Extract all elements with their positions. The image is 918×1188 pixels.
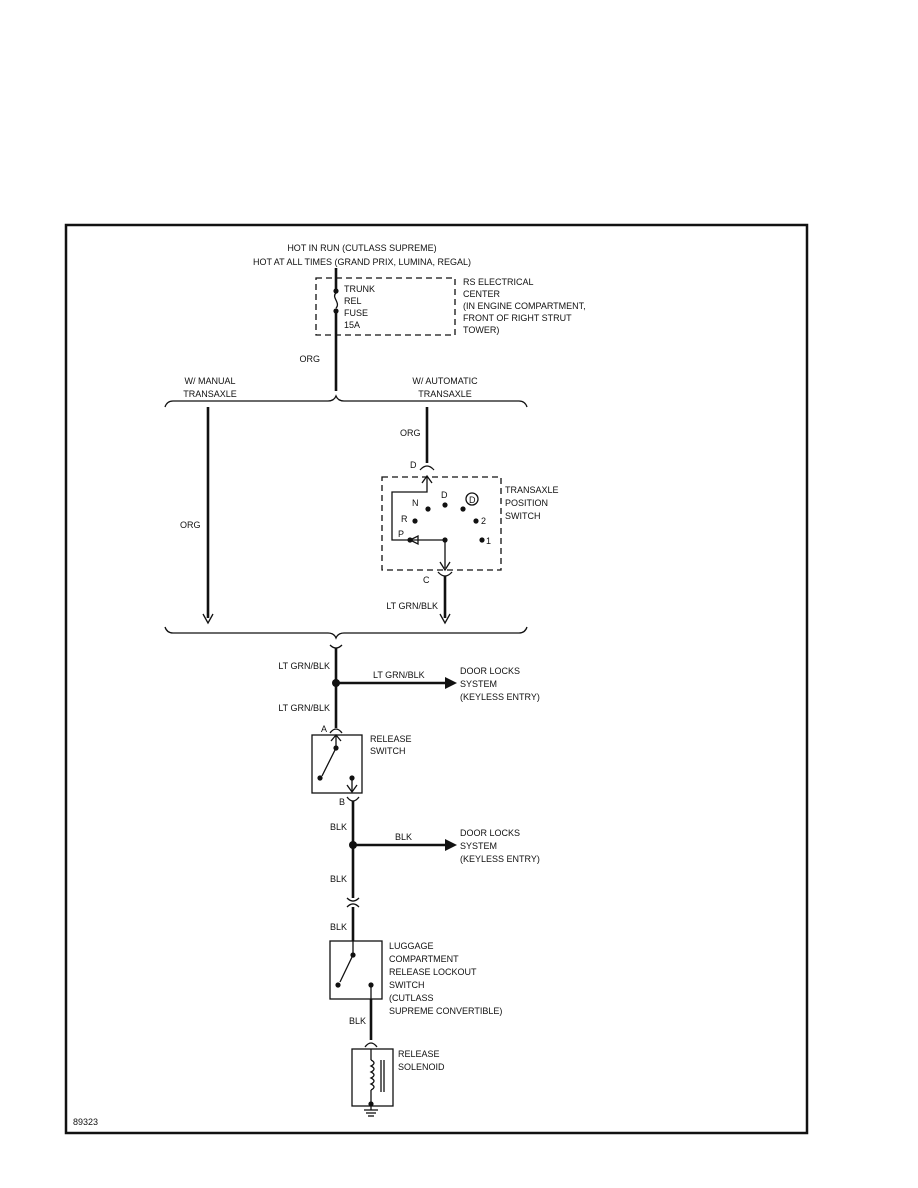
center-label-2: CENTER <box>463 289 501 299</box>
ltgrn-tps-arrow <box>439 613 451 625</box>
connector-c-label: C <box>423 575 430 585</box>
connector-upper-ltgrn <box>329 644 343 649</box>
lockout-switch-box <box>329 940 383 1000</box>
door-locks-1-line1: DOOR LOCKS <box>460 666 520 676</box>
release-switch-box <box>311 734 363 794</box>
wire-label-blk-upper: BLK <box>330 822 347 832</box>
org-manual-arrow <box>202 613 214 625</box>
fuse-label-2: REL <box>344 296 362 306</box>
connector-solenoid <box>364 1042 378 1048</box>
wire-label-blk-branch: BLK <box>395 832 412 842</box>
solenoid-coil-icon <box>368 1049 385 1107</box>
fuse-label-4: 15A <box>344 320 360 330</box>
connector-d-label: D <box>410 460 417 470</box>
door-locks-2-line1: DOOR LOCKS <box>460 828 520 838</box>
lockout-label-1: LUGGAGE <box>389 941 434 951</box>
wire-label-ltgrn-tps: LT GRN/BLK <box>386 601 438 611</box>
tps-label-1: TRANSAXLE <box>505 485 559 495</box>
wire-label-org-main: ORG <box>299 354 320 364</box>
door-locks-2-line2: SYSTEM <box>460 841 497 851</box>
connector-d-tps <box>419 465 435 471</box>
tps-pos-2: 2 <box>481 516 486 526</box>
figure-id: 89323 <box>73 1117 98 1127</box>
release-switch-label-1: RELEASE <box>370 734 412 744</box>
door-locks-1-line2: SYSTEM <box>460 679 497 689</box>
center-label-4: FRONT OF RIGHT STRUT <box>463 313 572 323</box>
ltgrn-branch-arrow <box>445 677 457 689</box>
lockout-label-3: RELEASE LOCKOUT <box>389 967 477 977</box>
release-switch-label-2: SWITCH <box>370 746 406 756</box>
connector-a-label: A <box>321 724 327 734</box>
release-switch-contacts <box>317 733 358 794</box>
wire-label-org-manual: ORG <box>180 520 201 530</box>
door-locks-2-line3: (KEYLESS ENTRY) <box>460 854 540 864</box>
trunk-release-fuse <box>333 268 339 314</box>
connector-c-tps <box>437 571 453 577</box>
lockout-label-6: SUPREME CONVERTIBLE) <box>389 1006 502 1016</box>
manual-label-1: W/ MANUAL <box>184 376 235 386</box>
center-label-1: RS ELECTRICAL <box>463 277 534 287</box>
ground-icon <box>364 1104 378 1117</box>
power-label-1: HOT IN RUN (CUTLASS SUPREME) <box>287 243 436 253</box>
electrical-center-box <box>315 277 456 336</box>
center-label-3: (IN ENGINE COMPARTMENT, <box>463 301 586 311</box>
tps-pos-1: 1 <box>486 536 491 546</box>
diagram-frame <box>64 223 809 1135</box>
blk-branch-arrow <box>445 839 457 851</box>
lockout-switch-contacts <box>335 941 374 999</box>
wire-label-blk-solenoid: BLK <box>349 1016 366 1026</box>
tps-pos-od: D <box>469 495 476 505</box>
door-locks-1-line3: (KEYLESS ENTRY) <box>460 692 540 702</box>
tps-pos-n: N <box>412 498 419 508</box>
tps-pos-p: P <box>398 529 404 539</box>
wire-label-blk-mid: BLK <box>330 874 347 884</box>
manual-label-2: TRANSAXLE <box>183 389 237 399</box>
center-label-5: TOWER) <box>463 325 499 335</box>
tps-box <box>381 476 502 571</box>
solenoid-label-1: RELEASE <box>398 1049 440 1059</box>
fuse-label-1: TRUNK <box>344 284 375 294</box>
lockout-label-2: COMPARTMENT <box>389 954 459 964</box>
tps-label-3: SWITCH <box>505 511 541 521</box>
auto-label-1: W/ AUTOMATIC <box>412 376 478 386</box>
tps-contacts <box>391 474 485 572</box>
tps-pos-d: D <box>441 490 448 500</box>
tps-pos-r: R <box>401 514 408 524</box>
inline-connector-blk <box>346 897 360 908</box>
lockout-label-4: SWITCH <box>389 980 425 990</box>
connector-a <box>329 728 343 734</box>
wire-label-blk-lower: BLK <box>330 922 347 932</box>
tps-label-2: POSITION <box>505 498 548 508</box>
connector-b-label: B <box>339 797 345 807</box>
connector-b <box>346 796 360 802</box>
auto-label-2: TRANSAXLE <box>418 389 472 399</box>
wire-label-ltgrn-branch: LT GRN/BLK <box>373 670 425 680</box>
lockout-label-5: (CUTLASS <box>389 993 434 1003</box>
upper-splice-brace <box>164 394 528 408</box>
wire-label-ltgrn-upper: LT GRN/BLK <box>278 661 330 671</box>
wire-label-org-auto: ORG <box>400 428 421 438</box>
power-label-2: HOT AT ALL TIMES (GRAND PRIX, LUMINA, RE… <box>253 257 471 267</box>
wire-label-ltgrn-lower: LT GRN/BLK <box>278 703 330 713</box>
lower-splice-brace <box>164 626 528 640</box>
fuse-label-3: FUSE <box>344 308 368 318</box>
solenoid-label-2: SOLENOID <box>398 1062 445 1072</box>
